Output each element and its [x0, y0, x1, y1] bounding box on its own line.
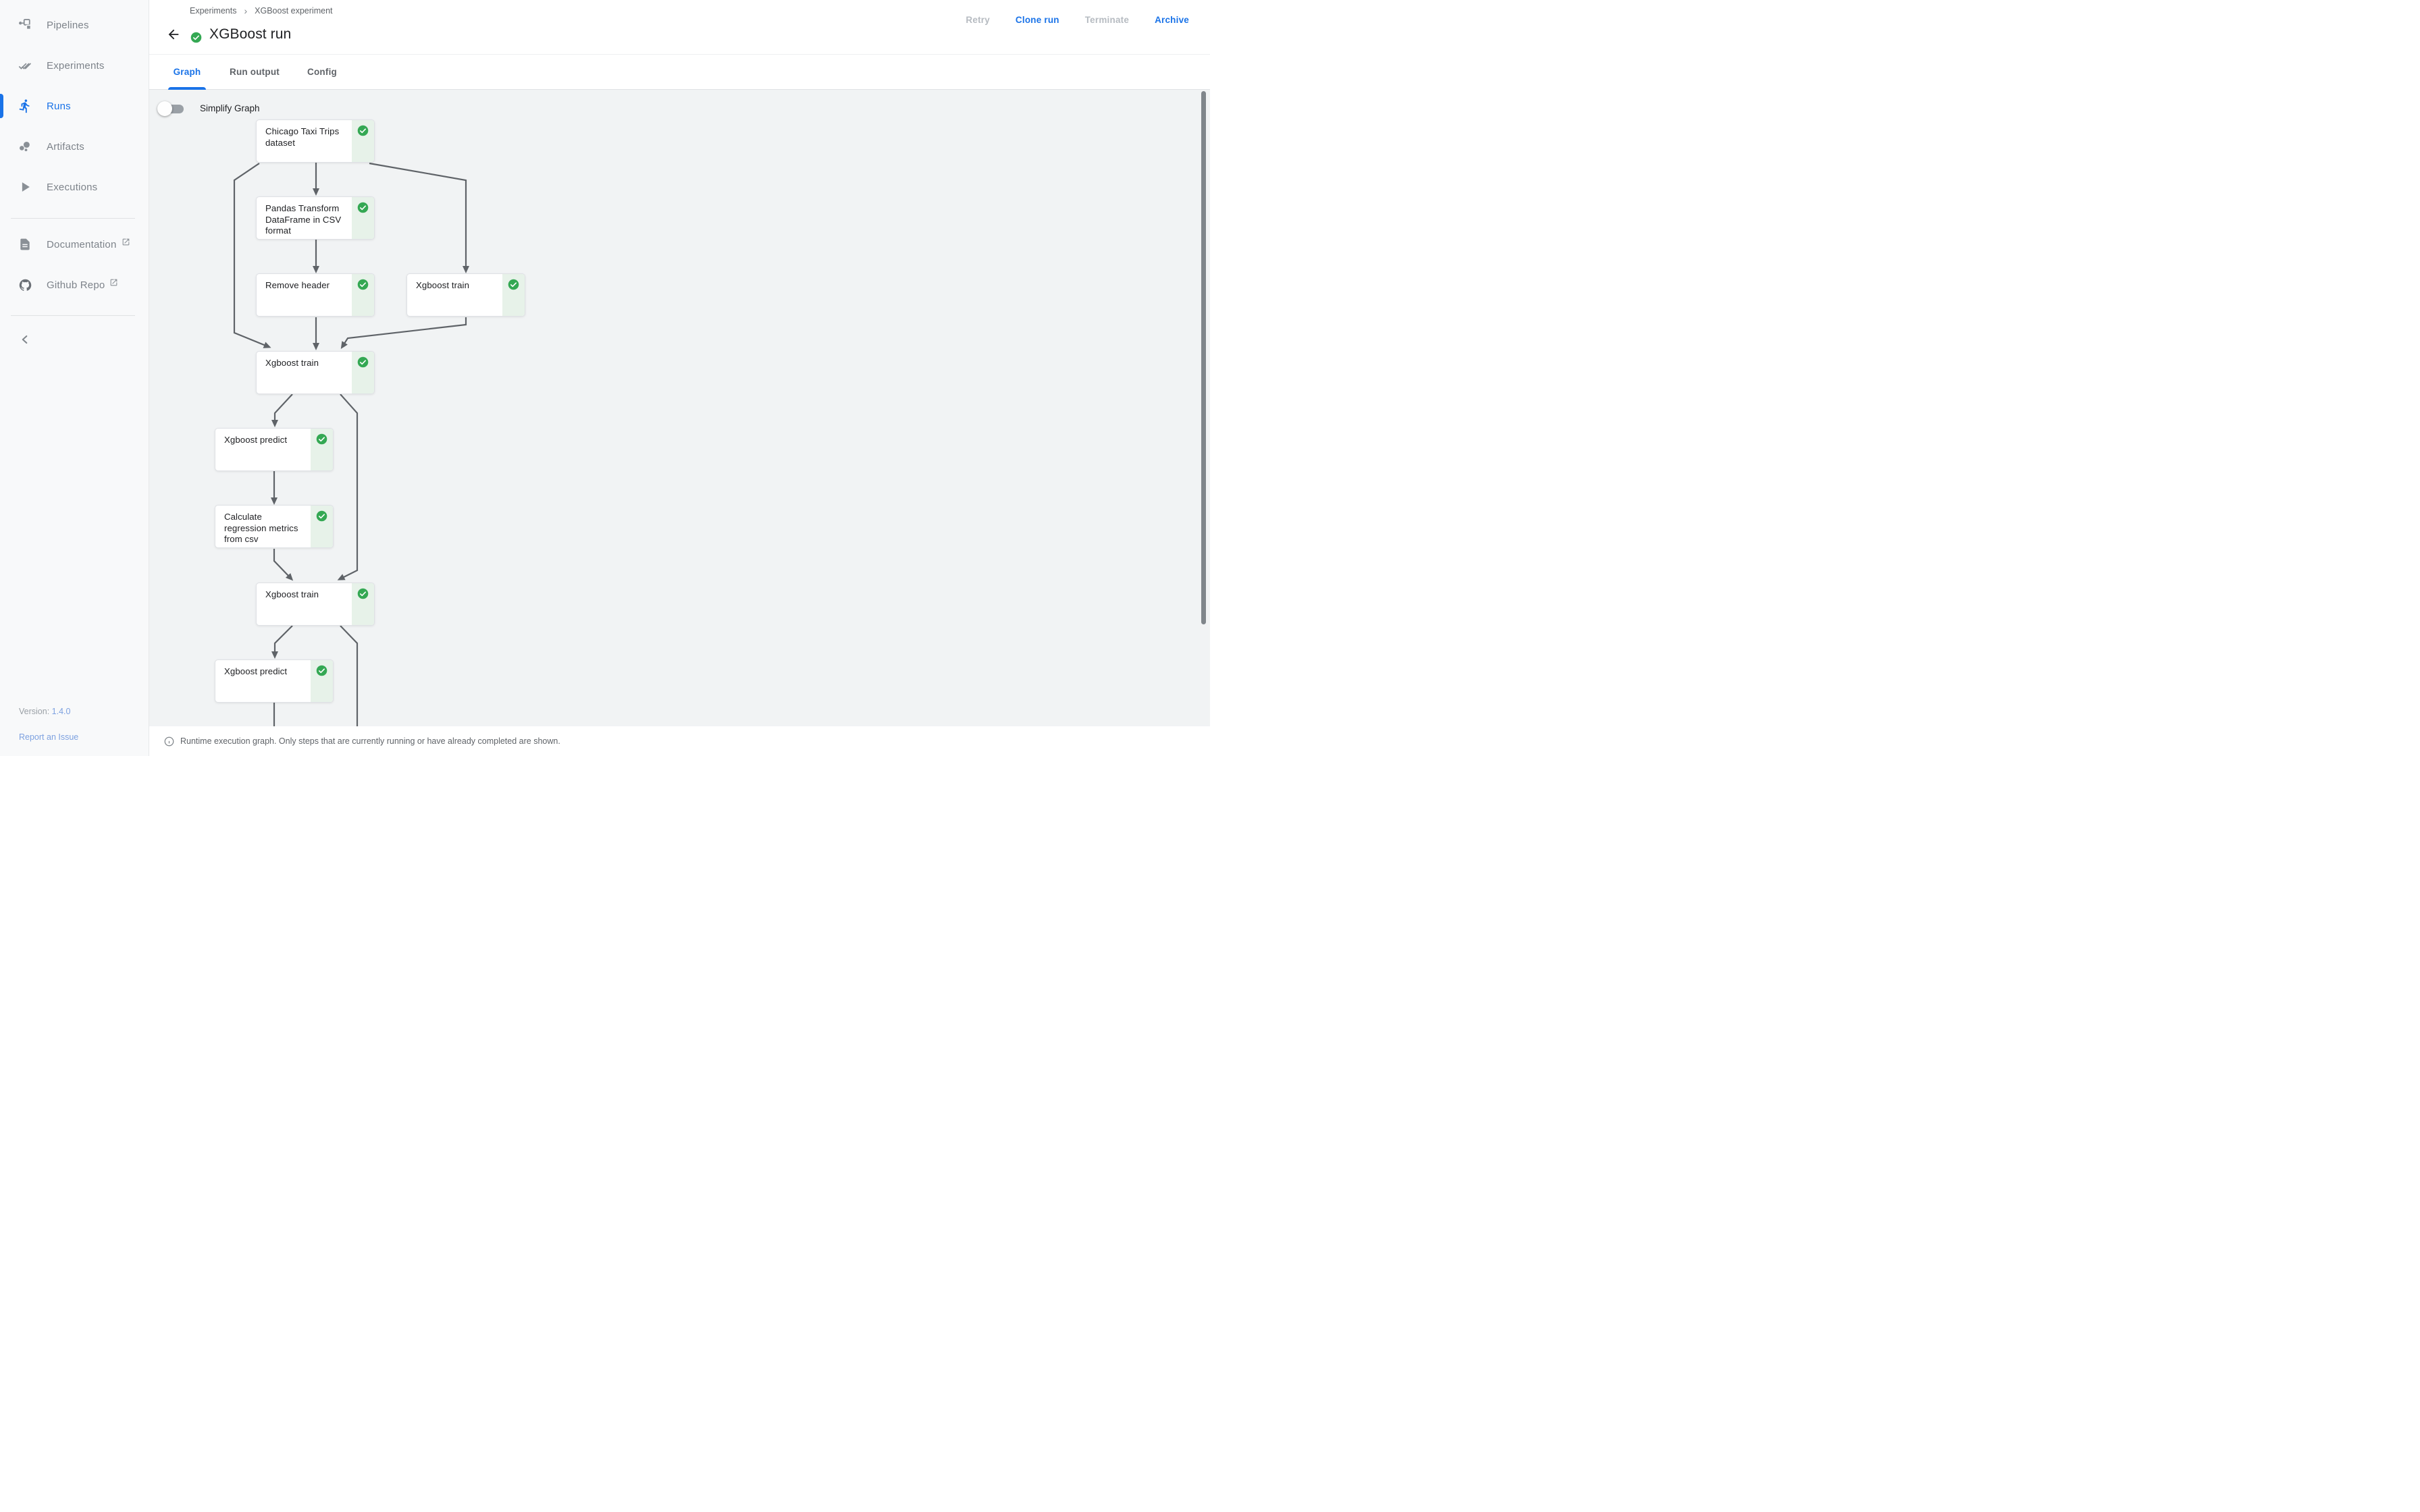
status-strip [352, 120, 374, 162]
sidebar-item-github-repo[interactable]: Github Repo [0, 265, 149, 305]
page-header: Experiments › XGBoost experiment XGBoost… [149, 0, 1210, 90]
report-issue-link[interactable]: Report an Issue [19, 732, 79, 742]
status-strip [352, 352, 374, 394]
version-link[interactable]: 1.4.0 [51, 707, 71, 716]
terminate-button: Terminate [1084, 15, 1130, 25]
sidebar-item-executions[interactable]: Executions [0, 167, 149, 207]
status-strip [352, 274, 374, 316]
tab-config[interactable]: Config [307, 67, 337, 77]
success-check-icon [316, 665, 327, 676]
graph-node-remove-header[interactable]: Remove header [256, 273, 375, 317]
github-icon [18, 277, 32, 292]
report-issue: Report an Issue [19, 732, 78, 742]
version-label: Version: [19, 707, 50, 716]
execution-graph-canvas: Simplify Graph Chicago Taxi Trips datase… [149, 90, 1210, 726]
retry-button: Retry [966, 15, 990, 25]
sidebar-item-label: Pipelines [47, 19, 89, 31]
graph-node-xgboost-train-2[interactable]: Xgboost train [256, 351, 375, 394]
simplify-graph-toggle[interactable] [157, 101, 188, 117]
toggle-knob [157, 101, 172, 116]
sidebar-item-artifacts[interactable]: Artifacts [0, 126, 149, 167]
graph-edges [233, 162, 469, 726]
sidebar-item-label: Experiments [47, 59, 105, 72]
footer-note-text: Runtime execution graph. Only steps that… [180, 736, 560, 746]
artifacts-icon [18, 139, 32, 154]
simplify-graph-control: Simplify Graph [157, 99, 279, 119]
success-check-icon [316, 510, 327, 522]
tab-graph[interactable]: Graph [173, 67, 201, 77]
success-check-icon [357, 588, 369, 599]
graph-node-xgboost-train-1[interactable]: Xgboost train [406, 273, 525, 317]
run-status-check-icon [190, 32, 202, 43]
success-check-icon [357, 125, 369, 136]
collapse-sidebar-button[interactable] [18, 332, 32, 347]
simplify-graph-label: Simplify Graph [200, 103, 260, 113]
document-icon [18, 237, 32, 252]
header-divider [149, 54, 1210, 55]
status-strip [352, 197, 374, 239]
sidebar-item-pipelines[interactable]: Pipelines [0, 5, 149, 45]
version-info: Version: 1.4.0 [19, 707, 70, 716]
sidebar-nav: Pipelines Experiments Runs Artifact [0, 5, 149, 207]
runs-icon [18, 99, 32, 113]
breadcrumb-xgboost-experiment[interactable]: XGBoost experiment [255, 6, 333, 16]
status-strip [502, 274, 525, 316]
status-strip [311, 429, 333, 470]
info-icon [164, 736, 174, 746]
graph-footer-note: Runtime execution graph. Only steps that… [149, 726, 1210, 756]
page-title: XGBoost run [209, 26, 292, 42]
graph-node-chicago-taxi-trips-dataset[interactable]: Chicago Taxi Trips dataset [256, 119, 375, 163]
graph-node-pandas-transform[interactable]: Pandas Transform DataFrame in CSV format [256, 196, 375, 240]
active-indicator [0, 94, 3, 118]
success-check-icon [357, 202, 369, 213]
status-strip [311, 506, 333, 547]
breadcrumb-chevron-icon: › [244, 5, 248, 16]
success-check-icon [508, 279, 519, 290]
breadcrumb: Experiments › XGBoost experiment [190, 5, 333, 16]
vertical-scrollbar[interactable] [1201, 91, 1206, 624]
graph-node-xgboost-train-3[interactable]: Xgboost train [256, 583, 375, 626]
external-link-icon [111, 279, 117, 286]
sidebar-divider [11, 315, 135, 316]
sidebar-item-label: Runs [47, 100, 71, 112]
graph-node-calculate-regression-metrics[interactable]: Calculate regression metrics from csv [215, 505, 334, 548]
success-check-icon [357, 279, 369, 290]
tab-run-output[interactable]: Run output [230, 67, 280, 77]
executions-icon [18, 180, 32, 194]
active-tab-indicator [168, 87, 206, 90]
sidebar-item-label: Executions [47, 181, 98, 193]
sidebar-item-experiments[interactable]: Experiments [0, 45, 149, 86]
sidebar-divider [11, 218, 135, 219]
header-actions: Retry Clone run Terminate Archive [966, 15, 1189, 25]
back-arrow-button[interactable] [166, 27, 181, 42]
success-check-icon [316, 433, 327, 445]
kubeflow-pipelines-app: Pipelines Experiments Runs Artifact [0, 0, 1210, 756]
success-check-icon [357, 356, 369, 368]
status-strip [352, 583, 374, 625]
clone-run-button[interactable]: Clone run [1015, 15, 1059, 25]
experiments-icon [18, 58, 32, 73]
sidebar: Pipelines Experiments Runs Artifact [0, 0, 149, 756]
graph-node-xgboost-predict-1[interactable]: Xgboost predict [215, 428, 334, 471]
archive-button[interactable]: Archive [1155, 15, 1189, 25]
tab-bar: Graph Run output Config [149, 54, 352, 90]
pipelines-icon [18, 18, 32, 32]
sidebar-item-documentation[interactable]: Documentation [0, 224, 149, 265]
sidebar-item-runs[interactable]: Runs [0, 86, 149, 126]
status-strip [311, 660, 333, 702]
external-link-icon [122, 238, 129, 245]
sidebar-item-label: Github Repo [47, 279, 105, 291]
sidebar-links: Documentation Github Repo [0, 224, 149, 305]
breadcrumb-experiments[interactable]: Experiments [190, 6, 237, 16]
graph-node-xgboost-predict-2[interactable]: Xgboost predict [215, 659, 334, 703]
sidebar-item-label: Documentation [47, 238, 117, 250]
sidebar-item-label: Artifacts [47, 140, 84, 153]
